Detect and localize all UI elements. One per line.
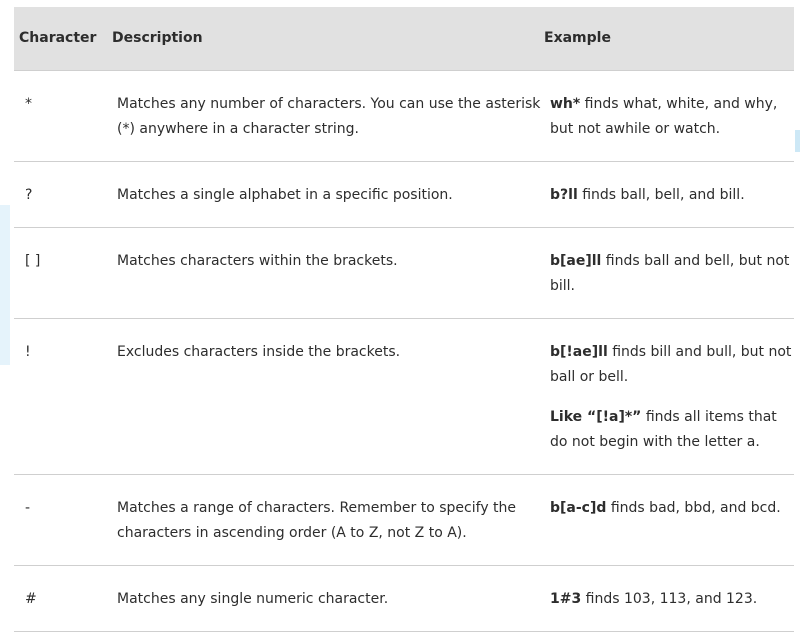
character-cell: - (25, 500, 31, 516)
table-row: * Matches any number of characters. You … (14, 70, 794, 162)
example-explanation: finds 103, 113, and 123. (581, 591, 758, 607)
description-cell: Matches characters within the brackets. (117, 253, 398, 269)
example-pattern: 1#3 (550, 591, 582, 607)
wildcard-table: Character Description Example * Matches … (14, 7, 794, 632)
example-text: b[ae]ll finds ball and bell, but not bil… (550, 249, 794, 299)
character-cell: # (25, 591, 37, 607)
example-cell: b[ae]ll finds ball and bell, but not bil… (550, 228, 794, 318)
description-cell: Matches any single numeric character. (117, 591, 389, 607)
example-text: b[!ae]ll finds bill and bull, but not ba… (550, 340, 794, 390)
description-cell: Matches a range of characters. Remember … (117, 500, 517, 541)
table-header-row: Character Description Example (14, 7, 794, 71)
description-cell: Excludes characters inside the brackets. (117, 344, 401, 360)
header-character: Character (14, 7, 112, 71)
example-text: wh* finds what, white, and why, but not … (550, 92, 794, 142)
table-row: ? Matches a single alphabet in a specifi… (14, 161, 794, 228)
header-example: Example (544, 7, 794, 71)
example-cell: b[a-c]d finds bad, bbd, and bcd. (550, 475, 794, 540)
header-description: Description (112, 7, 544, 71)
example-cell: wh* finds what, white, and why, but not … (550, 71, 794, 161)
table-row: # Matches any single numeric character. … (14, 565, 794, 632)
table-row: ! Excludes characters inside the bracket… (14, 318, 794, 475)
example-pattern: Like “[!a]*” (550, 409, 642, 425)
example-explanation: finds bad, bbd, and bcd. (606, 500, 781, 516)
example-explanation: finds what, white, and why, but not awhi… (550, 96, 778, 137)
example-pattern: b[!ae]ll (550, 344, 608, 360)
example-text: b?ll finds ball, bell, and bill. (550, 183, 794, 208)
example-cell: b[!ae]ll finds bill and bull, but not ba… (550, 319, 794, 474)
example-explanation: finds all items that do not begin with t… (550, 409, 777, 450)
example-pattern: wh* (550, 96, 581, 112)
example-cell: b?ll finds ball, bell, and bill. (550, 162, 794, 227)
example-pattern: b[a-c]d (550, 500, 607, 516)
character-cell: [ ] (25, 253, 41, 269)
example-text: Like “[!a]*” finds all items that do not… (550, 405, 794, 455)
example-text: b[a-c]d finds bad, bbd, and bcd. (550, 496, 794, 521)
decorative-accent-left (0, 205, 10, 365)
character-cell: ! (25, 344, 31, 360)
example-explanation: finds ball and bell, but not bill. (550, 253, 790, 294)
character-cell: ? (25, 187, 33, 203)
table-row: - Matches a range of characters. Remembe… (14, 474, 794, 566)
example-cell: 1#3 finds 103, 113, and 123. (550, 566, 794, 631)
table-row: [ ] Matches characters within the bracke… (14, 227, 794, 319)
description-cell: Matches any number of characters. You ca… (117, 96, 541, 137)
decorative-accent-right (795, 130, 800, 152)
example-explanation: finds bill and bull, but not ball or bel… (550, 344, 792, 385)
example-pattern: b?ll (550, 187, 578, 203)
example-explanation: finds ball, bell, and bill. (577, 187, 745, 203)
example-text: 1#3 finds 103, 113, and 123. (550, 587, 794, 612)
character-cell: * (25, 96, 32, 112)
example-pattern: b[ae]ll (550, 253, 602, 269)
description-cell: Matches a single alphabet in a specific … (117, 187, 453, 203)
